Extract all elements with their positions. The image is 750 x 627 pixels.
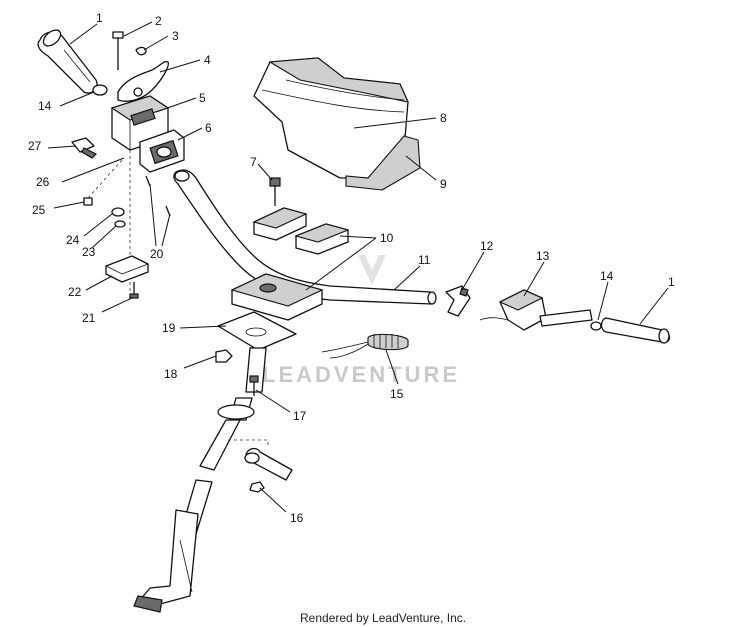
footer-credit: Rendered by LeadVenture, Inc.	[300, 611, 466, 625]
kill-switch	[71, 137, 98, 159]
upper-clamp-rear	[294, 223, 350, 255]
bushing-nut	[249, 481, 265, 493]
callout-20: 20	[150, 247, 164, 261]
callout-14-right: 14	[600, 269, 614, 283]
callout-17: 17	[293, 409, 307, 423]
grip-heater-coil	[321, 333, 409, 359]
retaining-clip	[135, 46, 147, 56]
handlebar	[173, 169, 437, 305]
callout-15: 15	[390, 387, 404, 401]
callout-1-left-grip: 1	[96, 11, 103, 25]
housing-cover	[139, 129, 185, 173]
steering-bushing	[228, 439, 293, 481]
throttle-lever	[117, 60, 169, 102]
callout-1-right-grip: 1	[668, 275, 675, 289]
right-grip	[600, 317, 671, 344]
callout-4: 4	[204, 53, 211, 67]
steering-nut	[215, 349, 233, 363]
callouts: 1 2 3 4 5 6 7 8 9 10 11 12 13 14 14 1 15…	[28, 11, 675, 525]
callout-18: 18	[164, 367, 178, 381]
callout-27: 27	[28, 139, 42, 153]
brake-housing	[479, 289, 593, 331]
small-nut	[83, 197, 93, 206]
callout-9: 9	[440, 177, 447, 191]
callout-5: 5	[199, 91, 206, 105]
left-grip-plug	[92, 84, 108, 96]
callout-13: 13	[536, 249, 550, 263]
housing-screws	[145, 175, 171, 217]
callout-21: 21	[82, 311, 96, 325]
callout-26: 26	[36, 175, 50, 189]
left-grip	[37, 29, 98, 94]
watermark: LEADVENTURE	[262, 255, 460, 387]
callout-19: 19	[162, 321, 176, 335]
pad-foam	[345, 135, 421, 191]
washer	[111, 207, 125, 217]
pivot-pin	[112, 31, 124, 70]
handlebar-pad	[253, 57, 409, 179]
callout-22: 22	[68, 285, 82, 299]
post-screw	[249, 375, 259, 396]
callout-3: 3	[172, 29, 179, 43]
upper-clamp-front	[252, 207, 308, 241]
callout-14-left: 14	[38, 99, 52, 113]
clamp-plate	[105, 255, 149, 283]
steering-mount-plate	[217, 311, 297, 351]
clamp-bolt	[269, 177, 281, 206]
callout-12: 12	[480, 239, 494, 253]
callout-11: 11	[418, 253, 431, 267]
plate-screw	[129, 282, 139, 299]
callout-16: 16	[290, 511, 304, 525]
watermark-logo-icon	[358, 255, 386, 285]
callout-8: 8	[440, 111, 447, 125]
leader-lines	[47, 21, 669, 513]
watermark-text: LEADVENTURE	[262, 362, 460, 387]
callout-25: 25	[32, 203, 46, 217]
callout-2: 2	[155, 14, 162, 28]
lock-nut	[114, 220, 126, 228]
lower-clamp	[230, 273, 324, 321]
callout-23: 23	[82, 245, 96, 259]
callout-10: 10	[380, 231, 394, 245]
callout-7: 7	[250, 155, 257, 169]
steering-post	[133, 347, 267, 613]
callout-6: 6	[205, 121, 212, 135]
callout-24: 24	[66, 233, 80, 247]
right-grip-plug	[590, 321, 602, 331]
brake-lever	[445, 285, 471, 317]
